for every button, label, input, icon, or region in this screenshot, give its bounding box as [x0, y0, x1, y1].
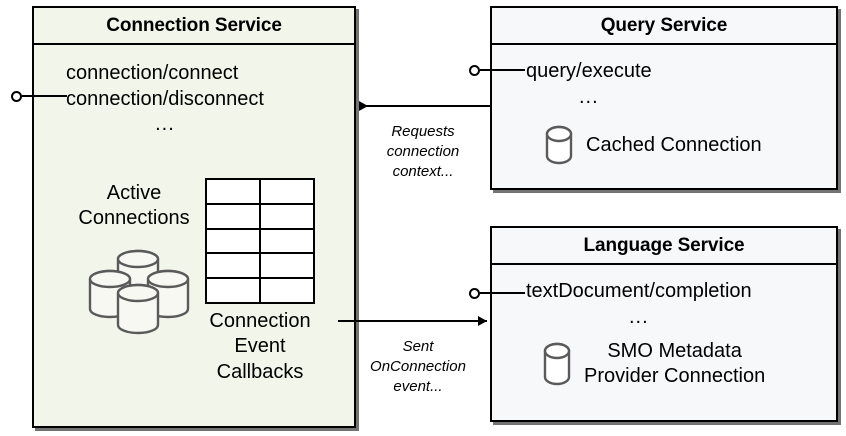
- query-service-operations: query/execute ...: [526, 59, 652, 110]
- query-service-datastore-label: Cached Connection: [586, 133, 762, 158]
- sent-onconnection-event-arrow: [338, 316, 487, 326]
- active-connections-caption-line-1: Active: [106, 182, 162, 204]
- component-language-service[interactable]: Language Service textDocument/completion…: [490, 226, 838, 422]
- language-service-body: textDocument/completion ... SMO Metadata…: [492, 265, 836, 420]
- query-service-header: Query Service: [492, 8, 836, 45]
- request-arrow-label: Requests connection context...: [364, 122, 482, 182]
- request-arrow-label-line-2: connection: [386, 142, 460, 160]
- active-connections-cylinder-cluster: [82, 241, 198, 342]
- table-cell: [261, 204, 313, 228]
- query-service-provided-interface[interactable]: [469, 60, 525, 80]
- connection-service-provided-interface[interactable]: [11, 86, 67, 106]
- connection-service-body: connection/connect connection/disconnect…: [34, 45, 354, 426]
- callbacks-caption-line-2: Event: [234, 335, 286, 358]
- interface-stem: [22, 95, 67, 97]
- connection-service-operations-ellipsis: ...: [155, 113, 175, 136]
- connection-event-callbacks-caption: Connection Event Callbacks: [185, 309, 335, 385]
- connection-service-title: Connection Service: [106, 14, 282, 36]
- operation-connection-disconnect: connection/disconnect: [66, 87, 264, 110]
- callbacks-caption-line-3: Callbacks: [216, 360, 304, 383]
- language-service-datastore-label: SMO Metadata Provider Connection: [584, 339, 765, 389]
- event-arrow-label-line-3: event...: [393, 377, 443, 395]
- table-cell: [261, 229, 313, 253]
- language-service-header: Language Service: [492, 228, 836, 265]
- language-service-operations-ellipsis: ...: [629, 305, 649, 328]
- operation-query-execute: query/execute: [526, 60, 652, 82]
- connection-event-callbacks-table: [205, 178, 315, 304]
- language-service-datastore: SMO Metadata Provider Connection: [542, 339, 765, 389]
- interface-circle-icon: [469, 287, 480, 299]
- query-service-operations-ellipsis: ...: [578, 85, 599, 108]
- language-service-operations: textDocument/completion ...: [526, 279, 752, 330]
- connection-service-operations: connection/connect connection/disconnect…: [66, 61, 264, 138]
- table-cell: [261, 254, 313, 278]
- database-icon: [543, 342, 571, 386]
- operation-connection-connect: connection/connect: [66, 62, 239, 84]
- active-connections-caption-line-2: Connections: [78, 207, 190, 230]
- cached-connection-label: Cached Connection: [586, 133, 762, 156]
- event-arrow-label-line-2: OnConnection: [370, 357, 466, 375]
- request-arrow-label-line-1: Requests: [391, 123, 455, 140]
- component-connection-service[interactable]: Connection Service connection/connect co…: [32, 6, 356, 428]
- database-cluster-icon: [88, 249, 190, 335]
- language-service-title: Language Service: [583, 234, 745, 256]
- table-cell: [261, 279, 313, 302]
- active-connections-caption: Active Connections: [56, 181, 212, 232]
- interface-stem: [480, 292, 525, 294]
- table-cell: [207, 204, 259, 228]
- interface-circle-icon: [469, 64, 480, 76]
- table-cell: [207, 180, 259, 203]
- operation-textdocument-completion: textDocument/completion: [526, 280, 752, 302]
- language-service-provided-interface[interactable]: [469, 283, 525, 303]
- query-service-datastore: Cached Connection: [544, 125, 762, 165]
- event-arrow-label-line-1: Sent: [402, 338, 434, 355]
- query-service-title: Query Service: [600, 14, 728, 36]
- database-icon: [545, 125, 573, 165]
- interface-stem: [480, 69, 525, 71]
- table-cell: [261, 180, 313, 203]
- component-query-service[interactable]: Query Service query/execute ... Cached C…: [490, 6, 838, 190]
- table-cell: [207, 279, 259, 302]
- callbacks-caption-line-1: Connection: [209, 310, 311, 332]
- request-arrow-label-line-3: context...: [392, 162, 454, 180]
- interface-circle-icon: [11, 90, 22, 102]
- table-cell: [207, 229, 259, 253]
- query-service-body: query/execute ... Cached Connection: [492, 45, 836, 188]
- smo-metadata-label-line-1: SMO Metadata: [607, 340, 742, 362]
- event-arrow-label: Sent OnConnection event...: [350, 337, 486, 397]
- table-cell: [207, 254, 259, 278]
- request-connection-context-arrow: [359, 101, 492, 111]
- smo-metadata-label-line-2: Provider Connection: [584, 365, 766, 387]
- connection-service-header: Connection Service: [34, 8, 354, 45]
